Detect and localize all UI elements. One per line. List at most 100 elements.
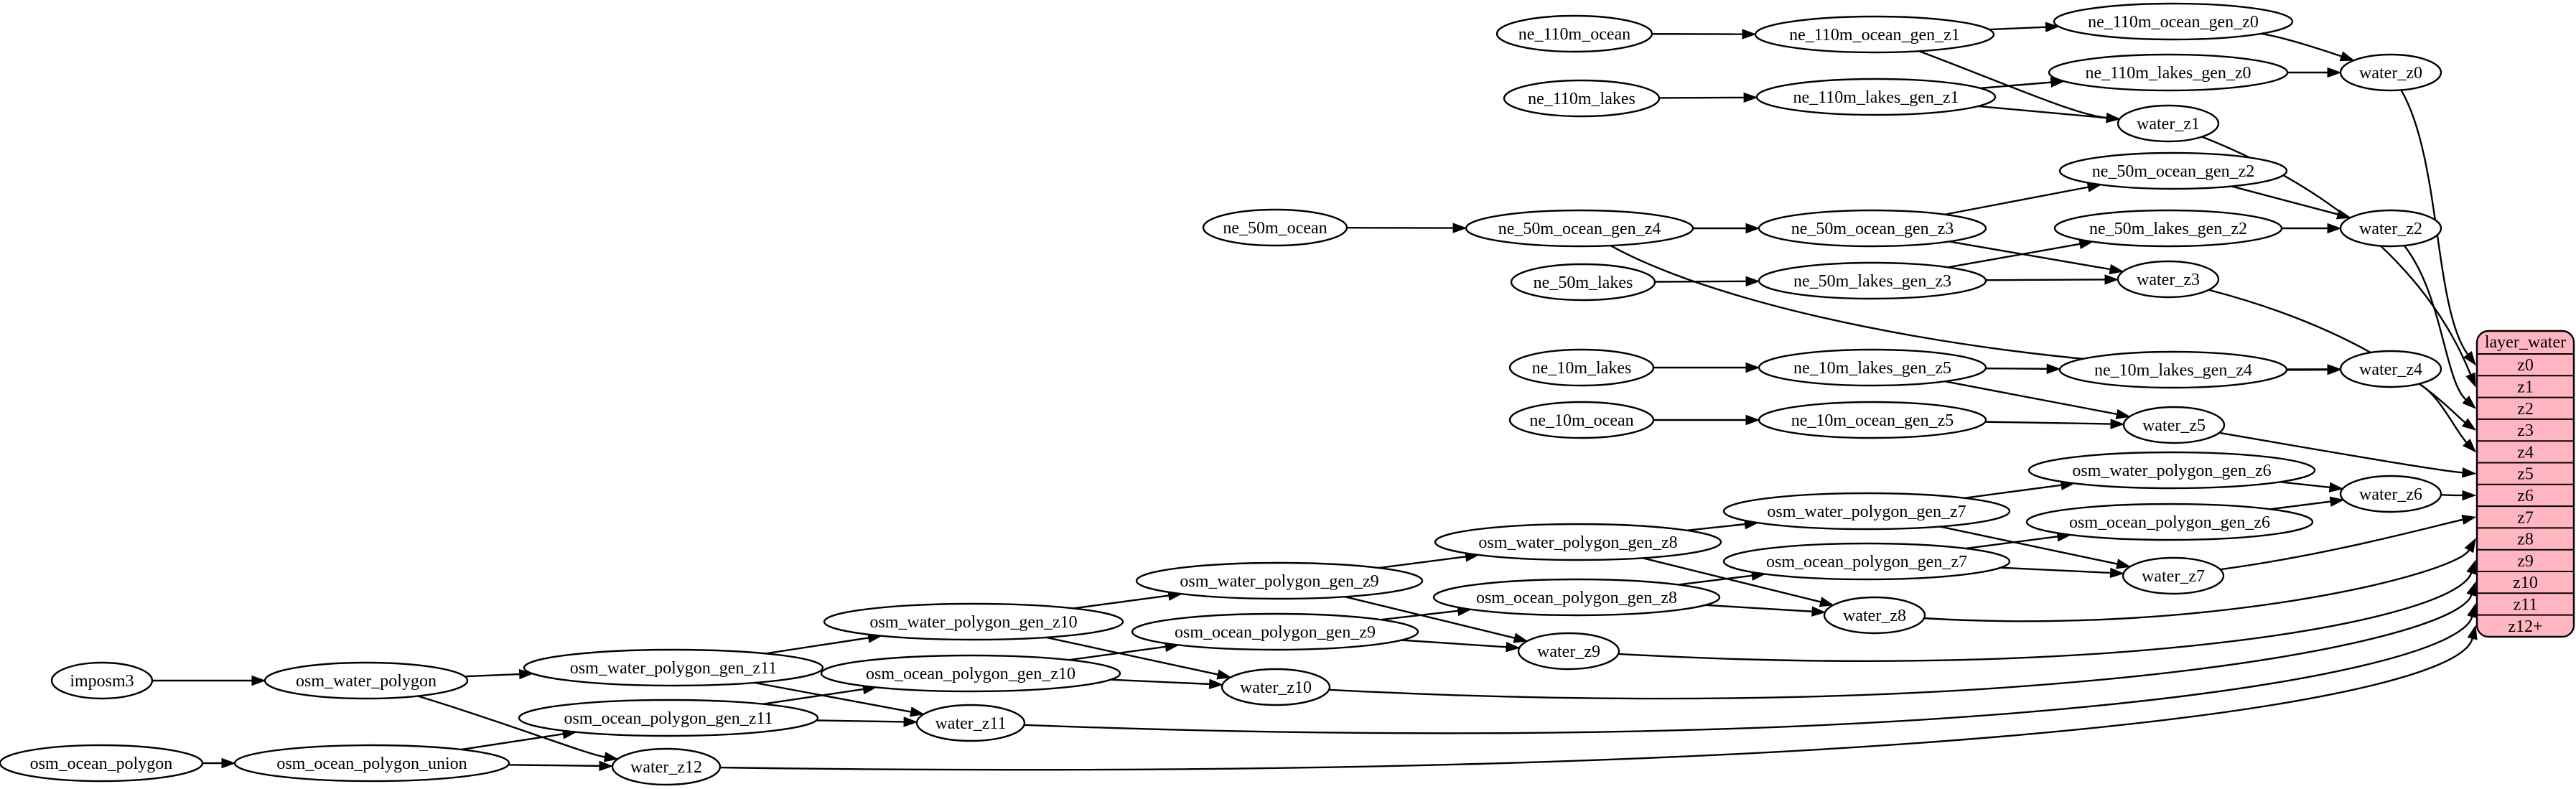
node-label: osm_ocean_polygon_gen_z8 [1476,589,1677,607]
edge-ne_50m_lakes_gen_z3-water_z3 [1985,274,2119,285]
edge-water_z9-layer_water-z9 [1618,559,2477,662]
edge-path [461,733,564,751]
edge-path [508,764,600,767]
edge-osm_ocean_polygon_gen_z7-osm_ocean_polygon_gen_z6 [1965,531,2072,550]
arrowhead [2045,22,2060,32]
arrowhead [2109,263,2124,275]
node-osm_water_polygon_gen_z10: osm_water_polygon_gen_z10 [823,602,1124,641]
edge-ne_10m_lakes-ne_10m_lakes_gen_z5 [1653,362,1760,373]
node-label: ne_50m_lakes_gen_z3 [1793,272,1951,291]
edge-ne_110m_ocean_gen_z0-water_z0 [2260,32,2355,62]
node-label: ne_110m_lakes [1528,90,1635,108]
edge-path [2260,32,2342,57]
table-row-z12+: z12+ [2508,617,2542,636]
edge-water_z8-layer_water-z8 [1923,538,2476,622]
edge-ne_50m_lakes_gen_z2-water_z2 [2282,223,2342,234]
table-title: layer_water [2485,333,2566,352]
node-label: osm_ocean_polygon_gen_z7 [1766,553,1967,571]
table-row-z1: z1 [2517,378,2534,396]
edge-water_z12-layer_water-z12+ [719,625,2478,771]
edge-path [2231,185,2338,215]
node-shape [2339,53,2442,92]
arrowhead [2462,396,2477,409]
node-label: water_z4 [2359,360,2422,379]
arrowhead [2463,438,2477,453]
edge-ne_10m_ocean_gen_z5-water_z5 [1985,419,2125,429]
node-label: water_z10 [1240,678,1312,697]
node-shape [1465,209,1694,248]
arrowhead [1745,362,1760,373]
node-shape [1135,561,1424,600]
arrowhead [1745,276,1760,287]
edge-osm_water_polygon_gen_z7-osm_water_polygon_gen_z6 [1964,480,2076,499]
arrowhead [2327,364,2342,375]
node-label: osm_ocean_polygon_gen_z10 [866,665,1075,683]
node-shape [233,744,510,783]
edge-osm_water_polygon_gen_z9-osm_water_polygon_gen_z8 [1378,551,1480,569]
table-row-z11: z11 [2514,595,2538,614]
node-shape [2058,350,2288,389]
arrowhead [1819,597,1834,607]
edge-water_z5-layer_water-z5 [2218,431,2477,478]
arrowhead [1743,92,1758,103]
edge-path [465,673,520,678]
edge-path [1678,574,1753,586]
edge-osm_ocean_polygon_union-osm_ocean_polygon_gen_z11 [461,729,577,751]
edge-osm_ocean_polygon_gen_z8-water_z8 [1705,604,1826,617]
edge-osm_ocean_polygon_gen_z9-water_z9 [1401,639,1521,653]
node-osm_water_polygon_gen_z7: osm_water_polygon_gen_z7 [1722,492,2011,531]
node-ne_10m_lakes_gen_z4: ne_10m_lakes_gen_z4 [2058,350,2288,389]
node-shape [1758,348,1987,387]
edge-ne_10m_lakes_gen_z5-ne_10m_lakes_gen_z4 [1985,363,2061,374]
node-osm_ocean_polygon_union: osm_ocean_polygon_union [233,744,510,783]
node-water_z6: water_z6 [2339,475,2442,513]
node-shape [1517,632,1620,671]
arrowhead [2462,490,2477,501]
edge-osm_ocean_polygon_gen_z7-water_z7 [2000,566,2125,579]
arrowhead [2463,350,2476,366]
edge-path [2270,500,2331,510]
node-shape [50,661,154,700]
node-shape [820,654,1121,693]
node-label: ne_110m_lakes_gen_z1 [1793,88,1959,107]
node-shape [2027,451,2316,490]
node-shape [1434,523,1722,561]
edge-path [754,681,912,713]
node-shape [2339,209,2442,248]
node-water_z2: water_z2 [2339,209,2442,248]
node-label: water_z7 [2142,567,2205,586]
node-ne_110m_ocean_gen_z1: ne_110m_ocean_gen_z1 [1754,15,1995,54]
edge-ne_110m_ocean-ne_110m_ocean_gen_z1 [1651,29,1757,39]
edge-osm_ocean_polygon_gen_z6-water_z6 [2270,496,2345,510]
table-row-z4: z4 [2517,443,2534,462]
node-shape [2025,503,2314,541]
table-row-z5: z5 [2517,465,2534,484]
table-row-z2: z2 [2517,400,2534,419]
node-shape [1508,348,1655,387]
arrowhead [2109,567,2125,579]
edge-ne_50m_lakes-ne_50m_lakes_gen_z3 [1654,276,1760,287]
node-ne_10m_lakes_gen_z5: ne_10m_lakes_gen_z5 [1758,348,1987,387]
node-label: ne_10m_ocean [1529,411,1633,430]
arrowhead [2104,274,2119,285]
edge-ne_110m_lakes_gen_z0-water_z0 [2287,67,2342,78]
node-label: water_z5 [2142,416,2206,435]
node-shape [1221,668,1331,706]
node-shape [2117,260,2220,299]
node-water_z5: water_z5 [2122,406,2226,444]
node-label: ne_10m_lakes_gen_z5 [1793,359,1951,378]
arrowhead [518,668,534,680]
edge-path [1980,81,2051,90]
node-label: osm_ocean_polygon_gen_z6 [2069,513,2270,532]
node-shape [1131,612,1419,651]
edge-path [1989,26,2046,31]
edge-water_z4-layer_water-z4 [2418,383,2477,453]
node-label: water_z2 [2359,220,2422,238]
arrowhead [2461,418,2477,431]
arrowhead [1208,678,1224,690]
node-label: osm_ocean_polygon [30,755,173,773]
node-shape [915,704,1026,742]
arrowhead [2461,514,2477,526]
node-shape [1754,15,1995,54]
